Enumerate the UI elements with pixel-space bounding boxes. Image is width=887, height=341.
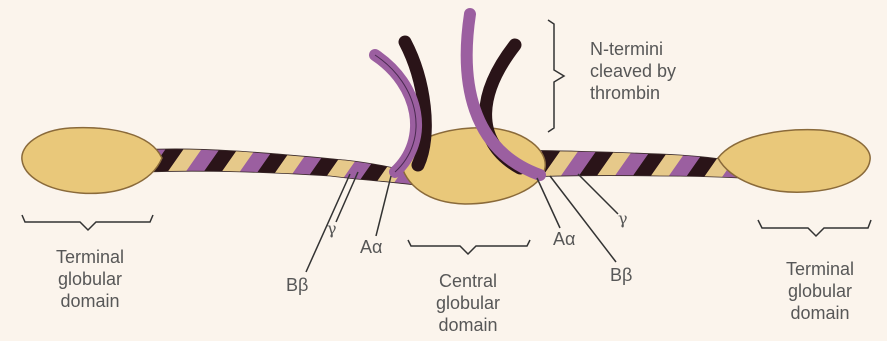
- right-terminal-globule: [718, 130, 870, 192]
- leader-alpha-left: [376, 176, 391, 236]
- n-termini-label: N-termini cleaved by thrombin: [590, 38, 676, 104]
- alpha-right-label: Aα: [553, 228, 575, 250]
- gamma-right-label: γ: [618, 208, 628, 230]
- left-coiled-coil: [140, 149, 415, 185]
- terminal-left-line-3: domain: [40, 290, 140, 312]
- central-line-1: Central: [420, 270, 516, 292]
- left-terminal-globule: [22, 128, 162, 194]
- right-terminal-brace: [758, 220, 871, 236]
- terminal-right-label: Terminal globular domain: [770, 258, 870, 324]
- alpha-left-label: Aα: [360, 236, 382, 258]
- central-brace: [408, 240, 530, 254]
- central-line-3: domain: [420, 314, 516, 336]
- terminal-left-line-1: Terminal: [40, 246, 140, 268]
- beta-right-label: Bβ: [610, 264, 632, 286]
- terminal-left-line-2: globular: [40, 268, 140, 290]
- central-label: Central globular domain: [420, 270, 516, 336]
- n-termini-brace: [548, 20, 564, 132]
- terminal-right-line-2: globular: [770, 280, 870, 302]
- terminal-right-line-1: Terminal: [770, 258, 870, 280]
- left-terminal-brace: [22, 215, 153, 230]
- n-termini-line-1: N-termini: [590, 38, 676, 60]
- n-termini-line-2: cleaved by: [590, 60, 676, 82]
- central-line-2: globular: [420, 292, 516, 314]
- gamma-left-label: γ: [327, 218, 337, 240]
- beta-left-label: Bβ: [286, 274, 308, 296]
- n-termini-line-3: thrombin: [590, 82, 676, 104]
- terminal-right-line-3: domain: [770, 302, 870, 324]
- terminal-left-label: Terminal globular domain: [40, 246, 140, 312]
- leader-gamma-right: [578, 174, 618, 214]
